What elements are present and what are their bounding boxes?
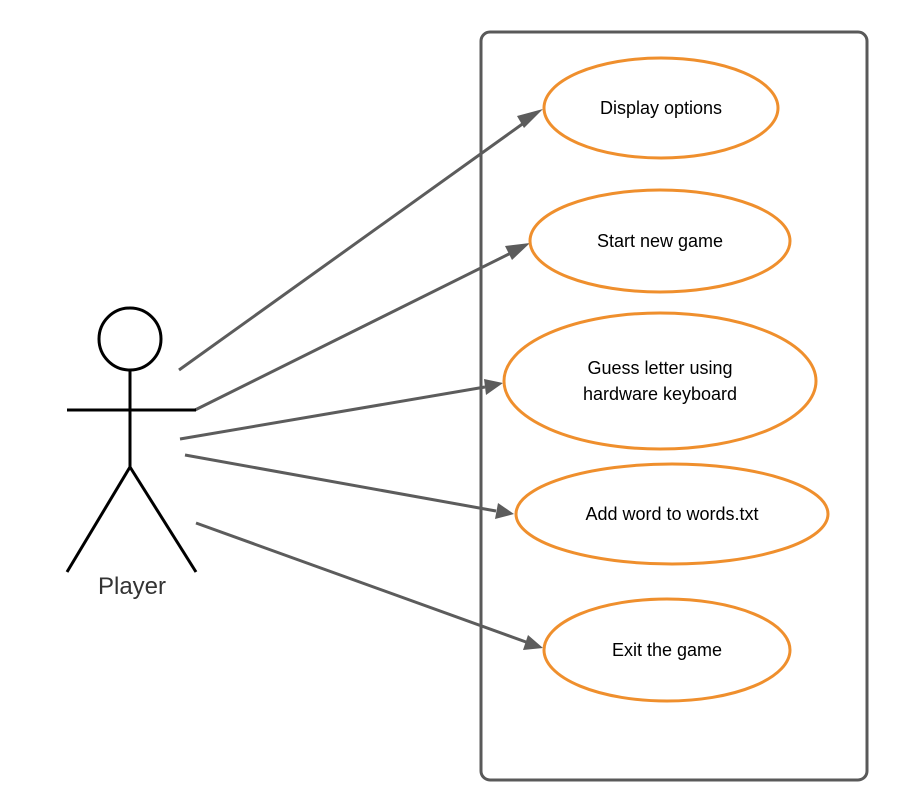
actor-player[interactable]: Player [65,306,198,600]
use-case-label: Display options [600,98,722,118]
use-case-label: Add word to words.txt [585,504,758,524]
use-case-label: Start new game [597,231,723,251]
use-case-add-word[interactable]: Add word to words.txt [514,462,830,566]
association-line-add-word [184,453,497,513]
association-arrowhead-add-word [495,503,514,519]
actor-label: Player [98,573,166,600]
association-arrowhead-guess-letter [484,379,503,395]
use-case-label: hardware keyboard [583,384,737,404]
association-arrowhead-start-new-game [505,243,530,260]
association-line-display-options [178,118,529,372]
association-arrowhead-exit-game [523,635,543,650]
use-case-guess-letter[interactable]: Guess letter using hardware keyboard [502,311,818,451]
use-case-display-options[interactable]: Display options [542,56,780,160]
use-case-label: Guess letter using [587,358,732,378]
association-line-exit-game [195,521,527,644]
use-case-start-new-game[interactable]: Start new game [528,188,792,294]
use-case-ellipse [528,188,792,294]
use-case-ellipse [542,597,792,703]
association-arrowhead-display-options [517,109,543,128]
use-case-exit-game[interactable]: Exit the game [542,597,792,703]
use-case-ellipse [542,56,780,160]
actor-left-leg [65,466,132,573]
association-line-guess-letter [179,385,486,441]
association-lines [178,109,543,650]
actor-right-leg [128,466,198,573]
use-case-ellipse [514,462,830,566]
association-line-start-new-game [194,250,514,412]
actor-head [97,306,163,372]
use-case-label: Exit the game [612,640,722,660]
use-case-ellipse [502,311,818,451]
